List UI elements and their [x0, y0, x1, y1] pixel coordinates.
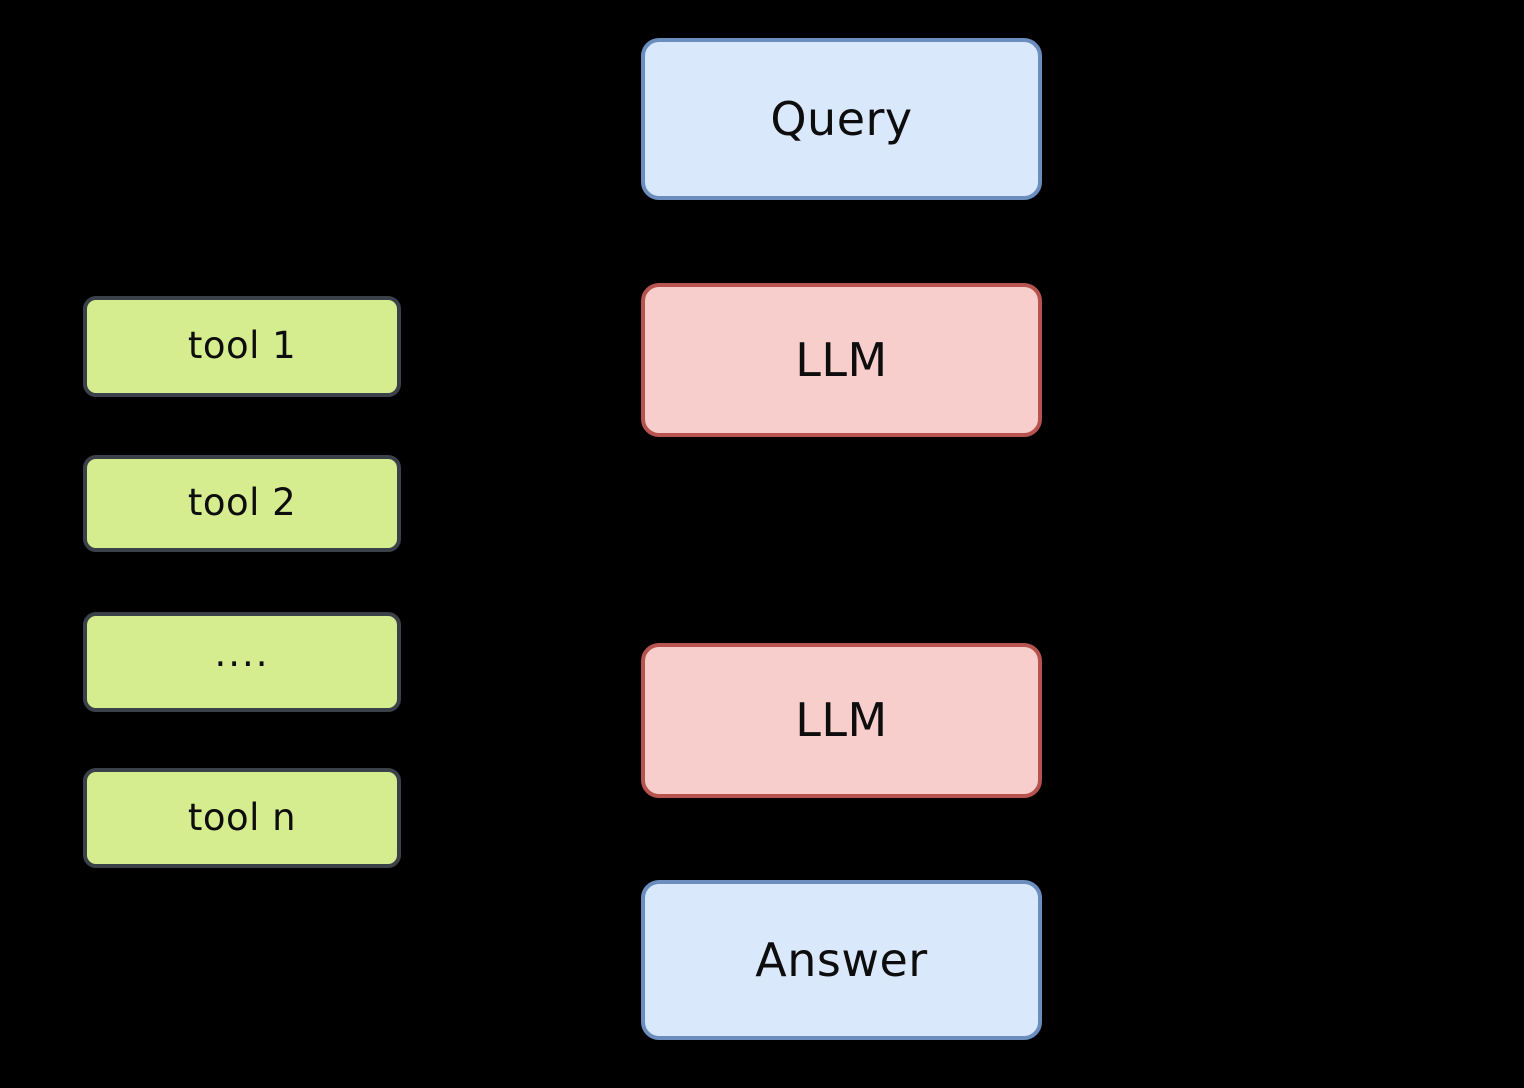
answer-node[interactable]: Answer [641, 880, 1042, 1040]
answer-node-label: Answer [755, 932, 928, 987]
llm-node-2-label: LLM [795, 693, 888, 748]
tool-node-1-label: tool 1 [187, 324, 297, 368]
tool-node-n-label: tool n [187, 795, 297, 839]
llm-node-1[interactable]: LLM [641, 283, 1042, 437]
query-node[interactable]: Query [641, 38, 1042, 200]
tool-node-2-label: tool 2 [187, 481, 297, 525]
llm-node-2[interactable]: LLM [641, 643, 1042, 798]
tool-node-ellipsis[interactable]: .... [83, 612, 401, 712]
tool-node-n[interactable]: tool n [83, 768, 401, 868]
tool-node-ellipsis-label: .... [214, 631, 270, 675]
query-node-label: Query [770, 91, 913, 146]
tool-node-1[interactable]: tool 1 [83, 296, 401, 397]
llm-node-1-label: LLM [795, 332, 888, 387]
tool-node-2[interactable]: tool 2 [83, 455, 401, 552]
